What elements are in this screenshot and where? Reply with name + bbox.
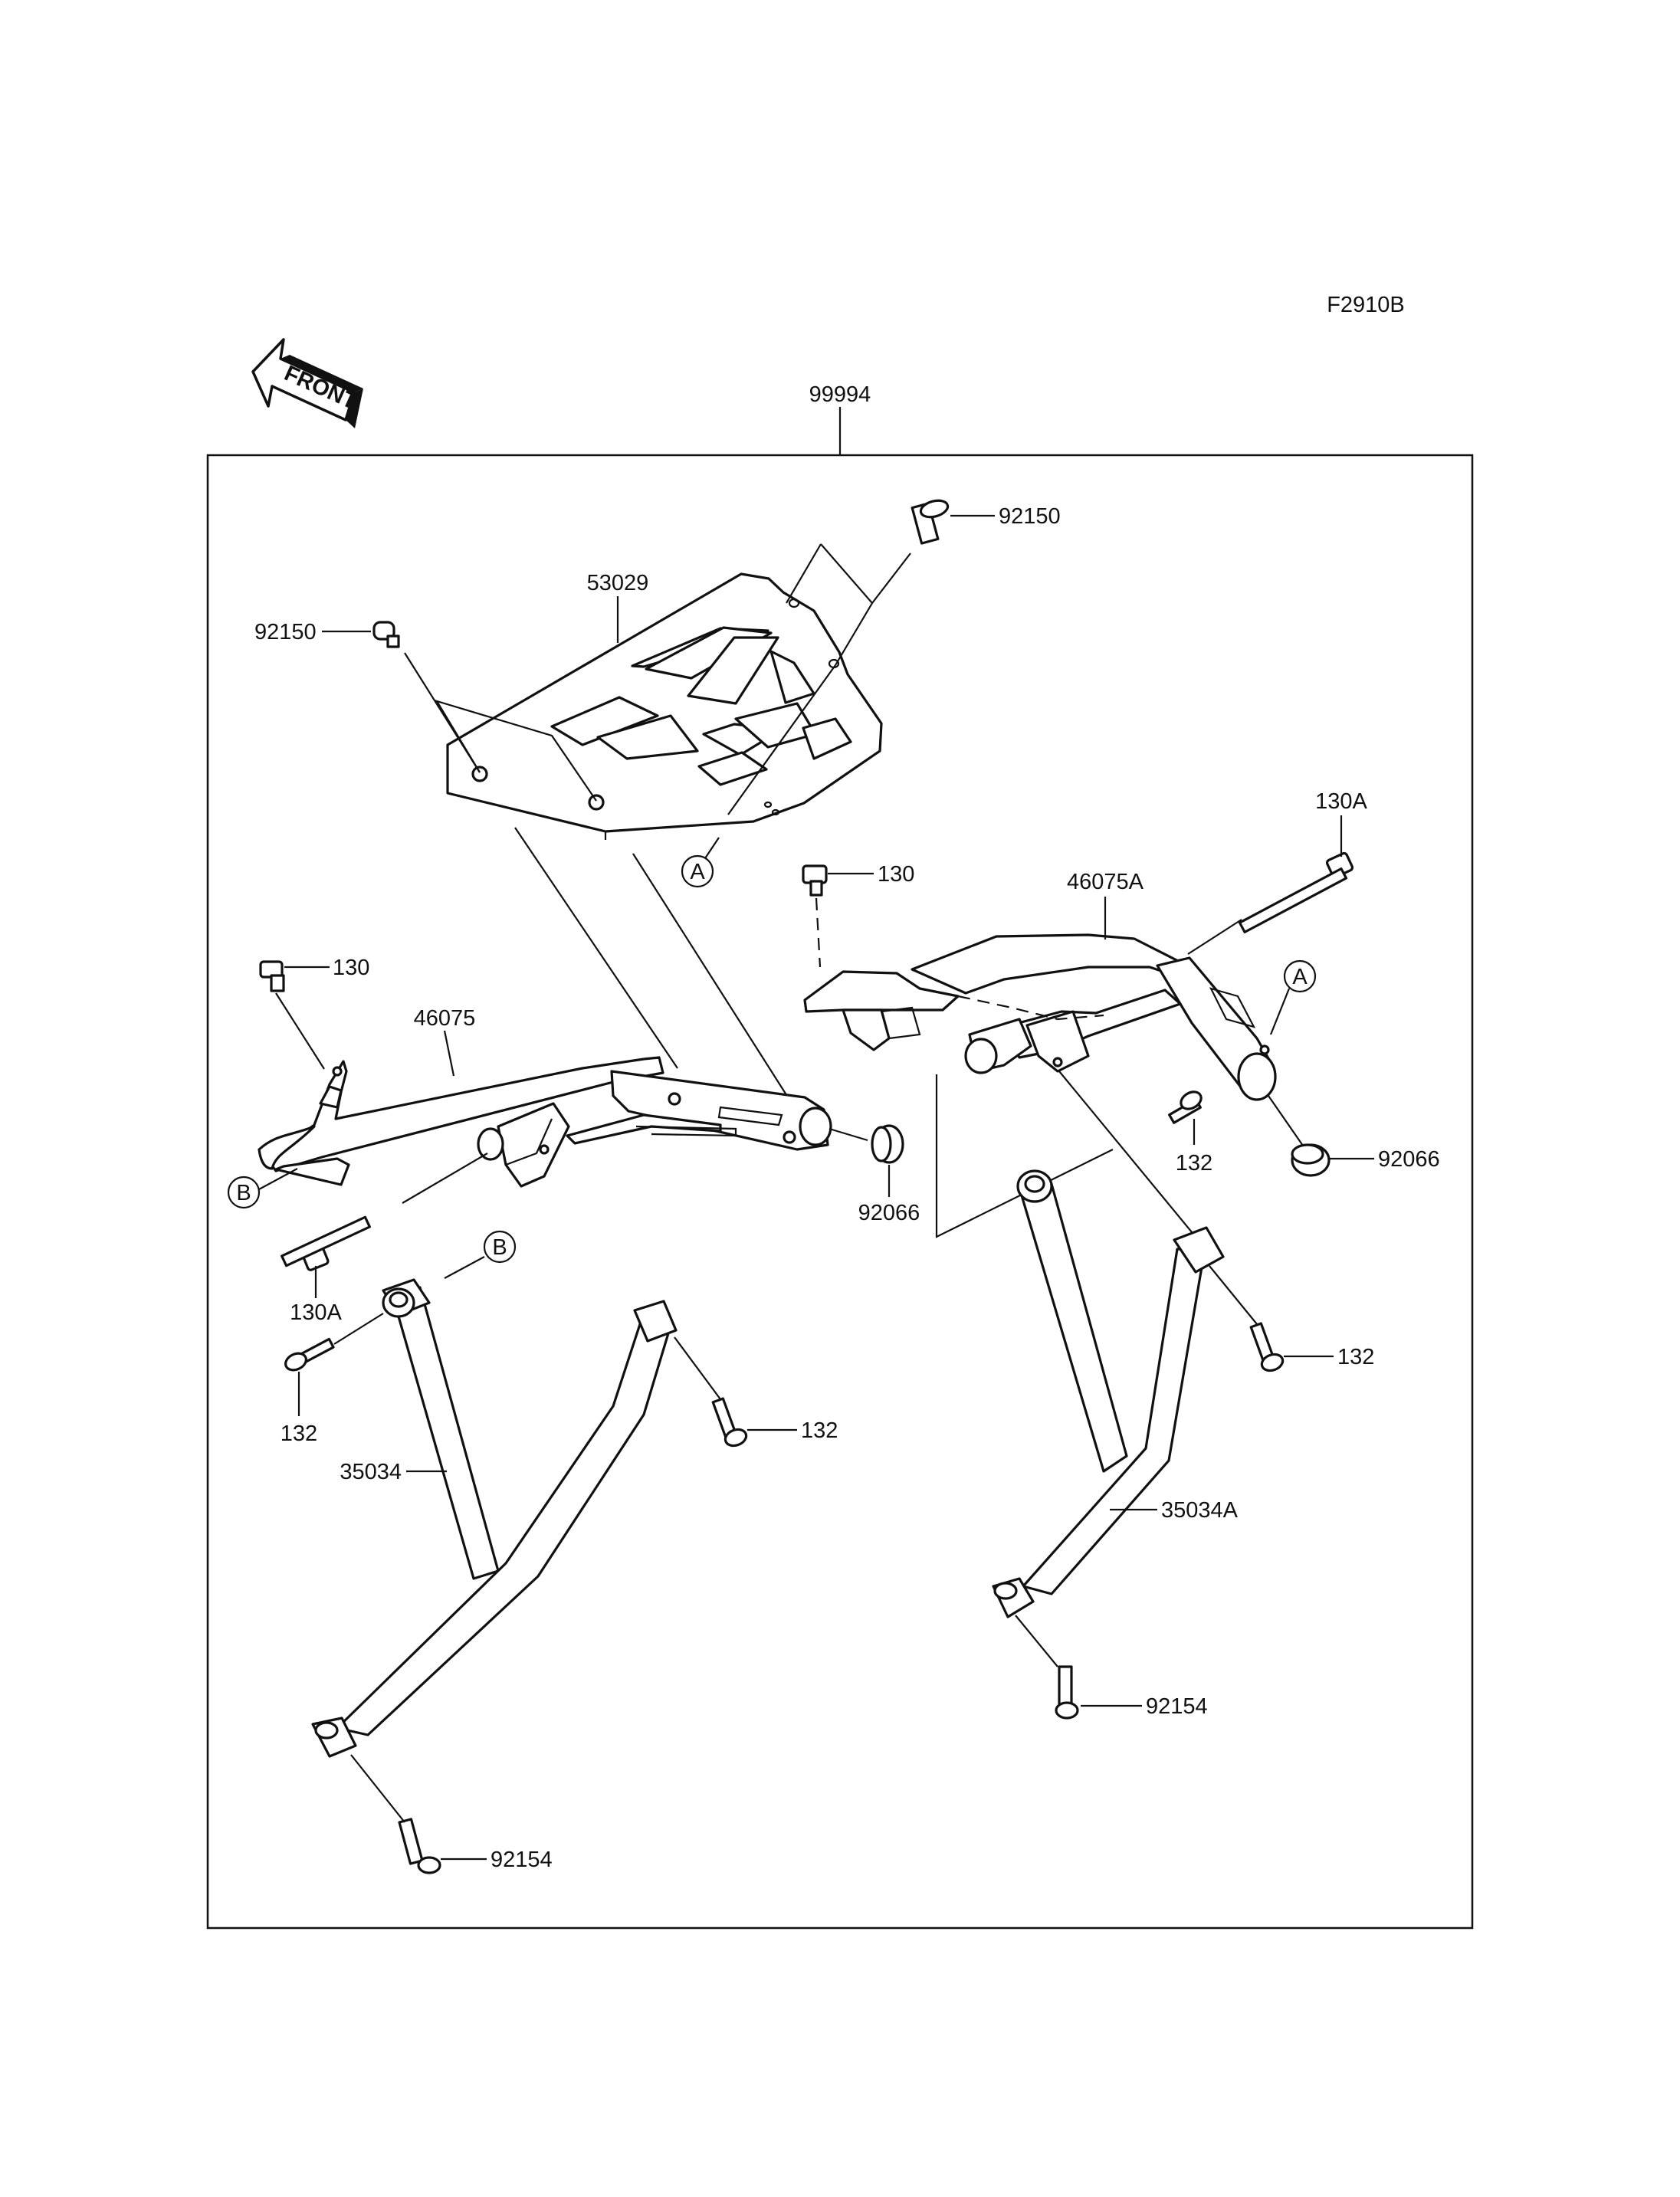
bracket-right-46075a xyxy=(803,933,1277,1101)
bolt-92154-right-icon xyxy=(1055,1665,1079,1720)
bolt-132-lower-icon xyxy=(711,1397,748,1448)
figure-code: F2910B xyxy=(1327,293,1405,317)
carrier-plate-label: 53029 xyxy=(587,571,649,595)
ref-b-lower: B xyxy=(492,1235,507,1260)
ref-a-right: A xyxy=(1292,965,1308,989)
carrier-plate-53029 xyxy=(446,572,883,840)
stay-left-label: 35034 xyxy=(340,1460,402,1484)
bolt-132-right-label: 132 xyxy=(1337,1345,1374,1369)
ref-b-left: B xyxy=(236,1181,251,1205)
grommet-right-label: 92066 xyxy=(1378,1147,1440,1172)
bolt-130-left-icon xyxy=(259,960,285,992)
bolt-132-center-label: 132 xyxy=(1176,1151,1212,1176)
stay-left-35034 xyxy=(311,1278,678,1758)
bolt-132-lower-label: 132 xyxy=(801,1418,838,1443)
bolt-132-left-label: 132 xyxy=(281,1421,317,1446)
bracket-left-label: 46075 xyxy=(414,1006,476,1031)
stay-right-35034a xyxy=(992,1169,1225,1618)
bolt-130a-right-icon xyxy=(1238,851,1354,933)
bolt-130a-right-label: 130A xyxy=(1315,789,1367,814)
bolt-130-center-label: 130 xyxy=(878,862,914,887)
bolt-130a-left-icon xyxy=(281,1215,371,1271)
bolt-92150-top-left-icon xyxy=(372,621,400,648)
bolt-92150-top-left-label: 92150 xyxy=(254,620,317,644)
grommet-left-label: 92066 xyxy=(858,1201,920,1225)
bolt-130a-left-label: 130A xyxy=(290,1300,342,1325)
grommet-92066-right-icon xyxy=(1291,1143,1331,1177)
bolt-132-center-icon xyxy=(1168,1090,1203,1124)
grommet-92066-left-icon xyxy=(871,1124,904,1164)
bolt-92154-left-icon xyxy=(398,1818,441,1874)
bracket-left-46075 xyxy=(258,1056,832,1188)
bolt-92150-top-right-label: 92150 xyxy=(999,504,1061,529)
stay-right-label: 35034A xyxy=(1161,1498,1239,1523)
assembly-label: 99994 xyxy=(809,382,871,407)
bolt-132-right-icon xyxy=(1249,1322,1285,1372)
front-arrow-icon: FRONT xyxy=(251,338,363,428)
bracket-right-label: 46075A xyxy=(1067,870,1144,894)
bolt-92154-left-label: 92154 xyxy=(491,1848,553,1872)
bolt-92150-top-right-icon xyxy=(911,499,950,545)
bolt-92154-right-label: 92154 xyxy=(1146,1694,1208,1719)
bolt-130-center-icon xyxy=(802,864,828,897)
ref-a-center: A xyxy=(690,860,705,884)
bolt-132-left-icon xyxy=(284,1337,335,1372)
bolt-130-left-label: 130 xyxy=(333,956,369,980)
